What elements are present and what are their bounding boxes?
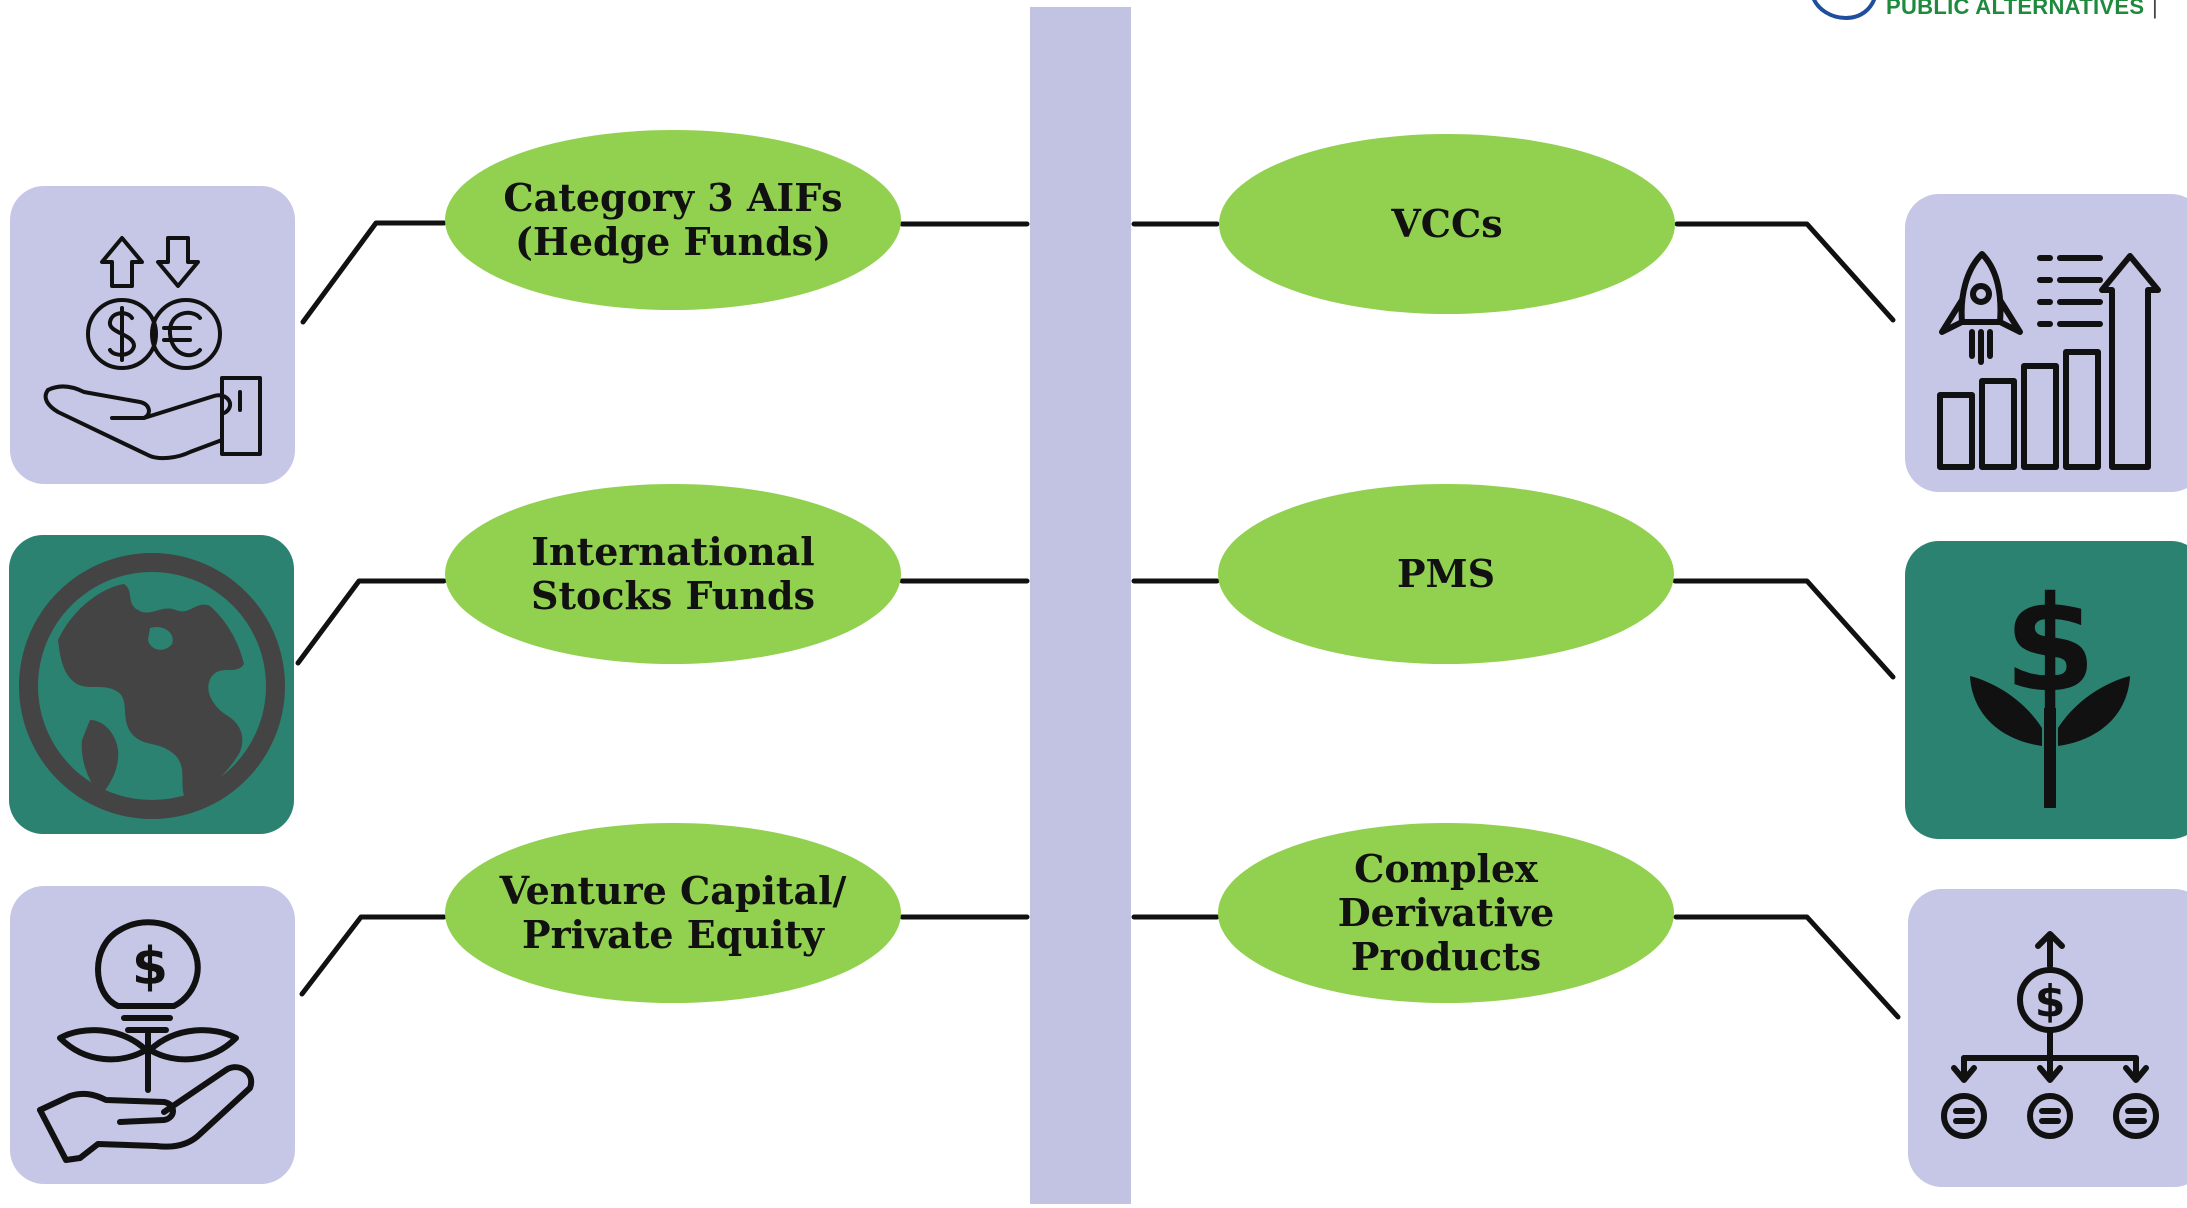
ellipse-right-1 xyxy=(1219,134,1675,314)
idea-plant-hand-icon: $ xyxy=(37,919,255,1163)
ellipse-left-1 xyxy=(445,130,901,310)
brand-logo-icon xyxy=(1812,0,1877,21)
label-category-3-aifs: Category 3 AIFs (Hedge Funds) xyxy=(503,175,843,264)
label-international-stocks-funds: International Stocks Funds xyxy=(531,529,815,618)
connector-left-1 xyxy=(300,220,447,325)
globe-icon xyxy=(19,553,285,819)
svg-text:$: $ xyxy=(2004,568,2096,722)
label-venture-capital: Venture Capital/ Private Equity xyxy=(499,868,847,957)
connector-right-3 xyxy=(1673,914,1901,1020)
currency-exchange-hand-icon xyxy=(43,236,262,461)
brand-separator: | xyxy=(2152,0,2158,19)
ellipse-left-2 xyxy=(445,484,901,664)
label-pms: PMS xyxy=(1396,551,1496,596)
connector-right-2 xyxy=(1672,578,1896,680)
right-connectors xyxy=(1131,221,1901,1020)
svg-text:$: $ xyxy=(2035,976,2066,1027)
money-plant-icon: $ xyxy=(1970,568,2130,808)
brand-name: PUBLIC ALTERNATIVES xyxy=(1886,0,2145,19)
central-spine xyxy=(1030,7,1131,1204)
ellipse-right-3 xyxy=(1218,823,1674,1003)
ellipses xyxy=(445,130,1675,1003)
dollar-hierarchy-icon: $ xyxy=(1941,931,2159,1139)
svg-text:$: $ xyxy=(132,937,168,997)
rocket-growth-chart-icon xyxy=(1937,251,2161,470)
tile-right-1 xyxy=(1905,194,2187,492)
connector-left-3 xyxy=(299,914,447,997)
label-complex-derivative-products: Complex Derivative Products xyxy=(1337,846,1555,979)
left-connectors xyxy=(295,220,1030,997)
label-vccs: VCCs xyxy=(1391,201,1503,246)
connector-left-2 xyxy=(295,578,447,666)
ellipse-left-3 xyxy=(445,823,901,1003)
connector-right-1 xyxy=(1674,221,1896,323)
tile-right-2 xyxy=(1905,541,2187,839)
ellipse-right-2 xyxy=(1218,484,1674,664)
